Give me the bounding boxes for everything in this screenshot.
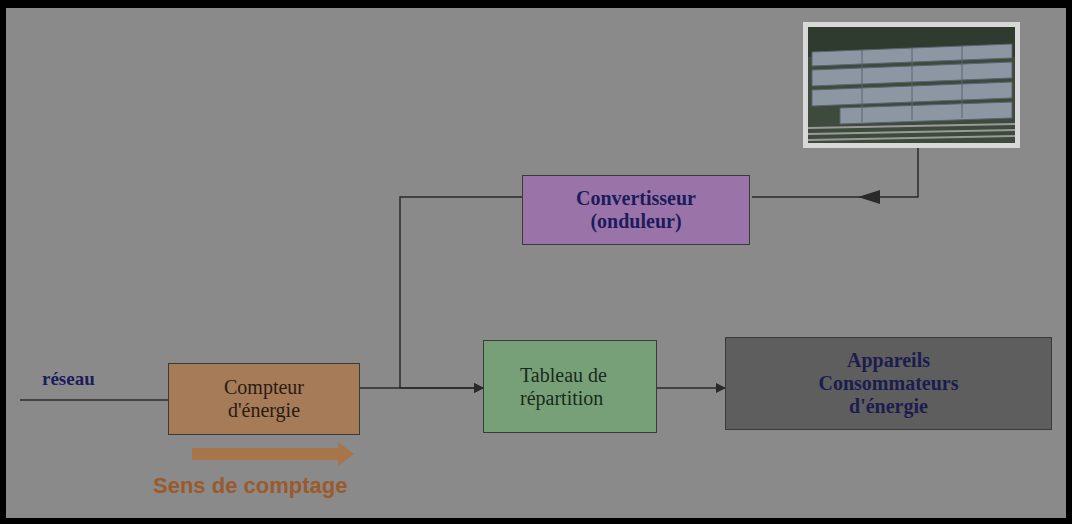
panel-wire (752, 148, 918, 197)
direction-label: Sens de comptage (153, 473, 347, 499)
consumers-box: Appareils Consommateurs d'énergie (725, 337, 1052, 430)
meter-box: Compteur d'énergie (168, 363, 360, 435)
box-label: Appareils Consommateurs d'énergie (799, 349, 979, 418)
converter-box: Convertisseur (onduleur) (522, 175, 750, 245)
connector (657, 387, 725, 389)
arrowhead (858, 190, 880, 204)
solar-panel-photo (803, 22, 1020, 148)
panel-board-box: Tableau de répartition (483, 340, 657, 433)
direction-arrow (192, 442, 354, 466)
grid-wire (20, 399, 168, 401)
box-label: Compteur d'énergie (194, 376, 334, 422)
connector (360, 387, 483, 389)
grid-label: réseau (42, 368, 95, 390)
box-label: Convertisseur (onduleur) (556, 187, 716, 233)
box-label: Tableau de répartition (520, 364, 620, 410)
